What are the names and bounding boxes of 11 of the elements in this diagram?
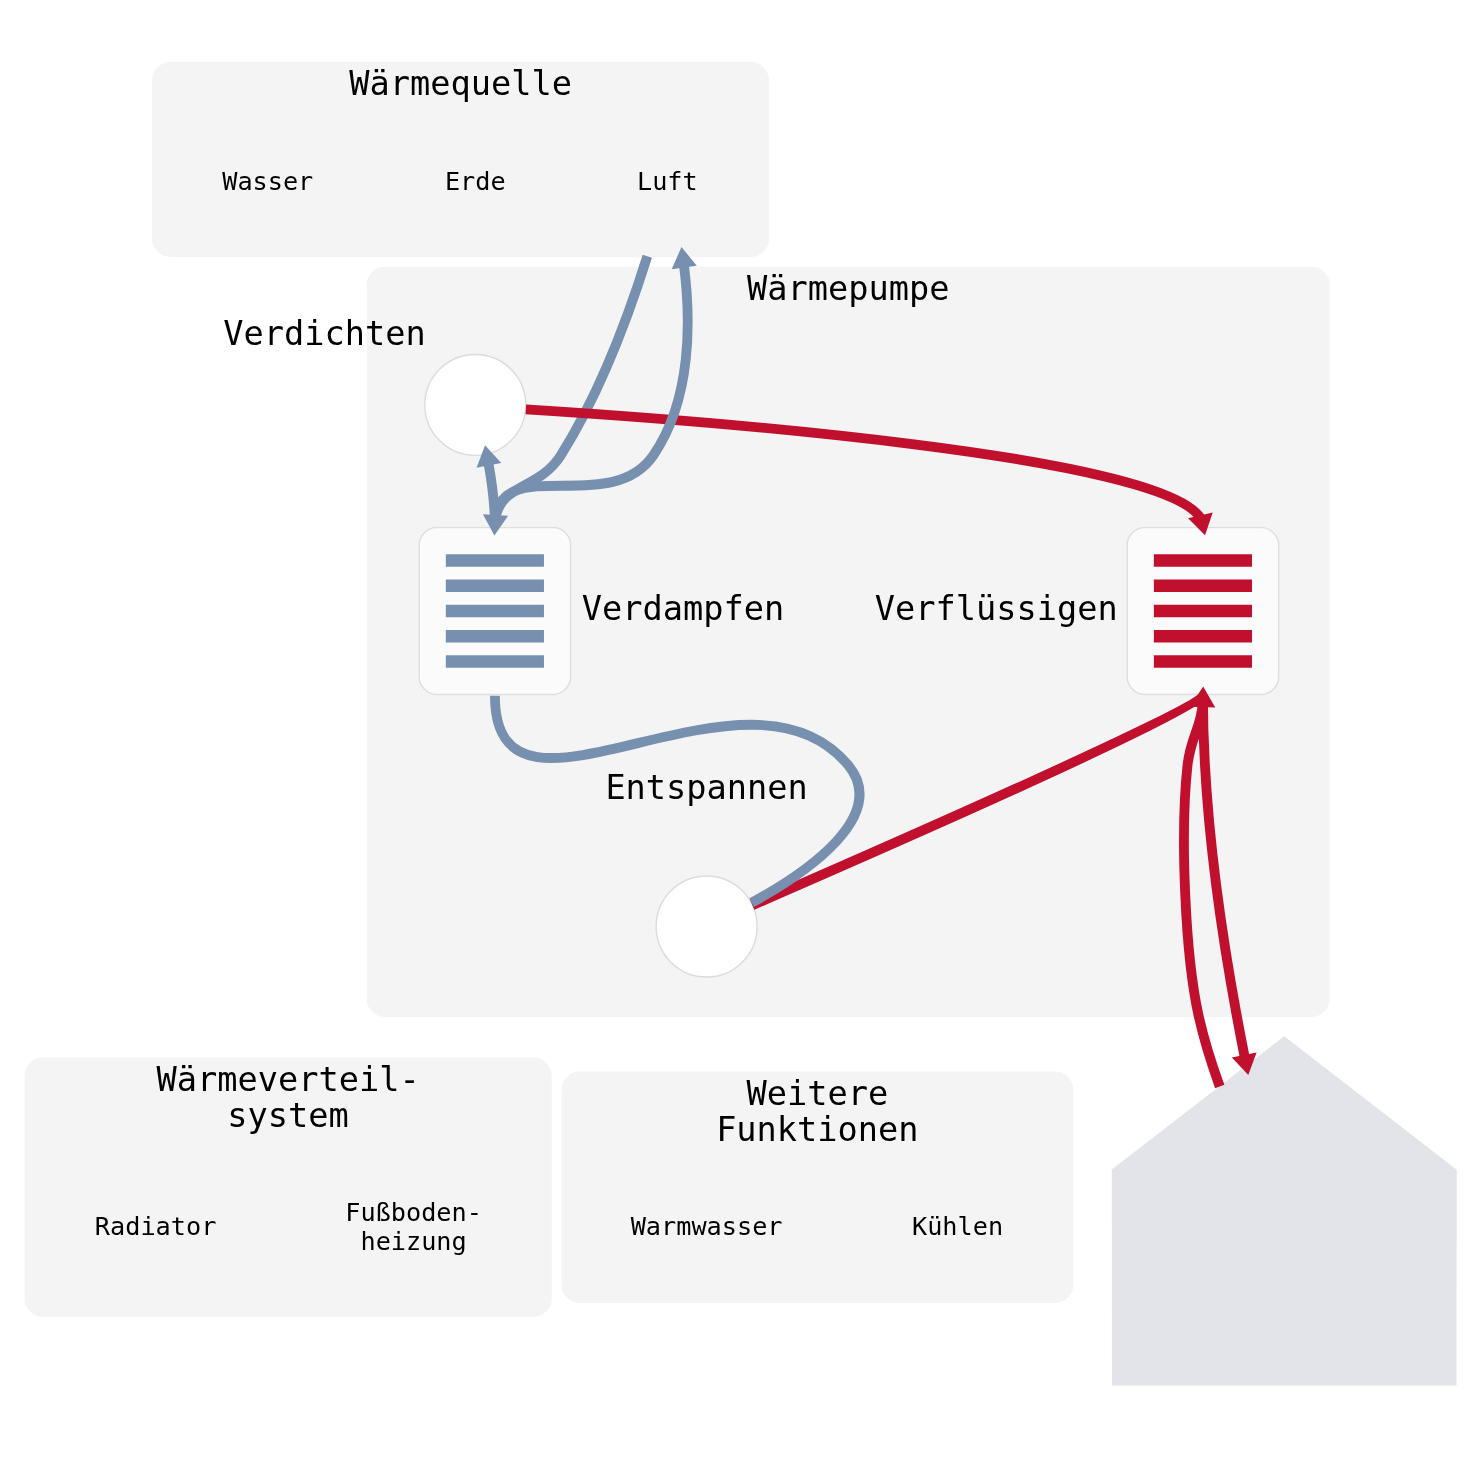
node-label: Entspannen [605,767,808,807]
node-text: Warmwasser [630,1211,783,1241]
node-label: Verdampfen [581,588,785,628]
node-label: Verflüssigen [874,588,1118,628]
node-text: Radiator [94,1211,217,1241]
node-text: Kühlen [912,1211,1004,1241]
node-text: Luft [636,166,698,196]
node-text: Fußboden- heizung [345,1197,482,1255]
node-text: Erde [444,166,506,196]
node-text: Wasser [222,166,314,196]
node-label: Verdichten [223,313,426,353]
